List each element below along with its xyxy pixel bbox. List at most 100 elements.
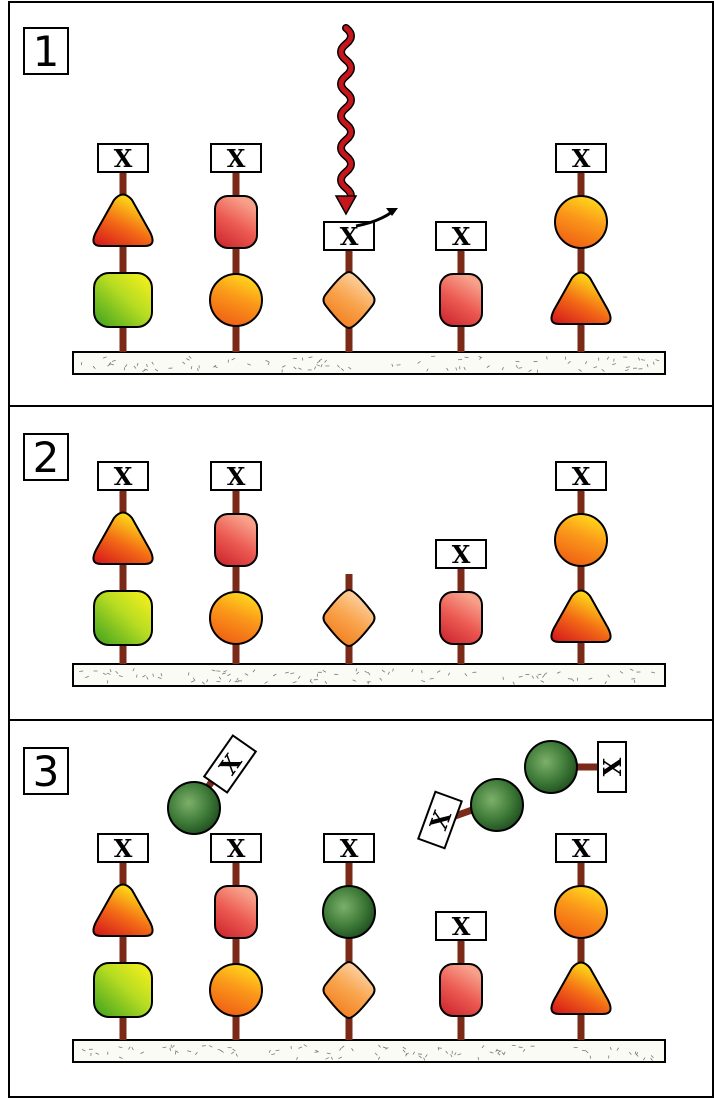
substrate-speck [364, 670, 368, 674]
substrate-speck [316, 364, 321, 367]
bead-orange-circle [209, 963, 263, 1017]
substrate-speck [585, 1050, 589, 1054]
substrate-speck [339, 1047, 342, 1051]
substrate-speck [653, 361, 655, 365]
substrate-speck [325, 1057, 330, 1060]
bead-orange-circle [209, 591, 263, 645]
substrate-speck [454, 1052, 457, 1056]
light-wave [338, 25, 354, 207]
substrate-speck [625, 366, 630, 368]
substrate-speck [236, 677, 239, 681]
substrate-speck [231, 357, 236, 361]
substrate-speck [356, 671, 360, 675]
leaving-arrow [355, 210, 393, 228]
substrate-speck [146, 363, 148, 368]
substrate-speck [107, 363, 111, 367]
substrate-speck [522, 1048, 526, 1053]
substrate-speck [140, 1051, 144, 1055]
substrate-speck [201, 681, 205, 685]
cap-box [323, 833, 375, 863]
bead-red-triangle [550, 271, 612, 325]
substrate-speck [271, 1053, 276, 1056]
substrate-speck [326, 1052, 331, 1055]
bead-red-triangle [92, 193, 154, 247]
substrate-speck [190, 366, 193, 370]
substrate-speck [537, 673, 542, 676]
substrate-bar [72, 1039, 666, 1063]
oligo-column: X [550, 461, 612, 664]
substrate-speck [450, 1054, 453, 1058]
substrate-speck [588, 677, 593, 680]
substrate-speck [284, 671, 289, 674]
oligo-column: X [92, 461, 154, 664]
substrate-speck [601, 368, 605, 372]
substrate-speck [385, 1047, 389, 1050]
substrate-speck [118, 675, 123, 678]
oligo-column: X [209, 833, 263, 1040]
substrate-speck [218, 676, 222, 680]
substrate-speck [502, 676, 504, 680]
substrate-speck [340, 368, 345, 371]
oligo-column: X [92, 143, 154, 352]
substrate-speck [338, 1056, 343, 1059]
oligo-column: X [209, 143, 263, 352]
protecting-group-cap: X [435, 911, 487, 941]
substrate-speck [81, 1049, 86, 1052]
substrate-speck [518, 367, 523, 369]
cap-label: X [114, 144, 133, 173]
substrate-speck [585, 361, 588, 365]
substrate-speck [206, 679, 209, 683]
substrate-speck [593, 366, 598, 369]
substrate-speck [634, 1051, 637, 1055]
substrate-speck [425, 1054, 428, 1058]
oligo-column: X [550, 143, 612, 352]
bead-orange-diamond [322, 270, 376, 330]
substrate-speck [478, 355, 483, 359]
substrate-speck [455, 367, 458, 371]
cap-box [555, 143, 607, 173]
substrate-speck [142, 674, 146, 678]
light-arrow [334, 24, 398, 228]
substrate-speck [227, 673, 231, 677]
substrate-speck [486, 365, 490, 368]
oligo-column: X [435, 911, 487, 1040]
bead-red-triangle [550, 961, 612, 1015]
bead-orange-circle [554, 885, 608, 939]
substrate-speck [498, 1050, 502, 1053]
substrate-speck [171, 1044, 175, 1048]
cap-label: X [452, 912, 471, 941]
substrate-speck [188, 355, 192, 359]
panel-number-box [23, 27, 69, 75]
substrate-speck [607, 674, 611, 678]
cap-box [210, 461, 262, 491]
substrate-speck [79, 670, 84, 672]
substrate-speck [92, 365, 96, 369]
substrate-speck [447, 672, 451, 676]
substrate-speck [571, 678, 575, 682]
cap-label: X [572, 144, 591, 173]
substrate-speck [536, 675, 539, 679]
substrate-speck [267, 361, 270, 366]
substrate-speck [436, 670, 441, 673]
substrate-speck [651, 671, 656, 674]
substrate-surface [72, 1039, 666, 1063]
cap-label: X [114, 462, 133, 491]
protecting-group-cap: X [435, 221, 487, 251]
substrate-speck [616, 1047, 620, 1051]
substrate-speck [640, 359, 646, 361]
substrate-speck [418, 1055, 422, 1059]
substrate-speck [609, 1047, 612, 1051]
bead-orange-circle [209, 273, 263, 327]
cap-box [435, 539, 487, 569]
substrate-speck [154, 368, 159, 372]
cap-box [202, 734, 258, 794]
protecting-group-cap: X [210, 833, 262, 863]
substrate-speck [635, 1051, 639, 1056]
bead-red-rounded [439, 273, 483, 327]
cap-label: X [114, 834, 133, 863]
substrate-speck [477, 1056, 479, 1061]
protecting-group-cap: X [323, 221, 375, 251]
protecting-group-cap: X [435, 539, 487, 569]
